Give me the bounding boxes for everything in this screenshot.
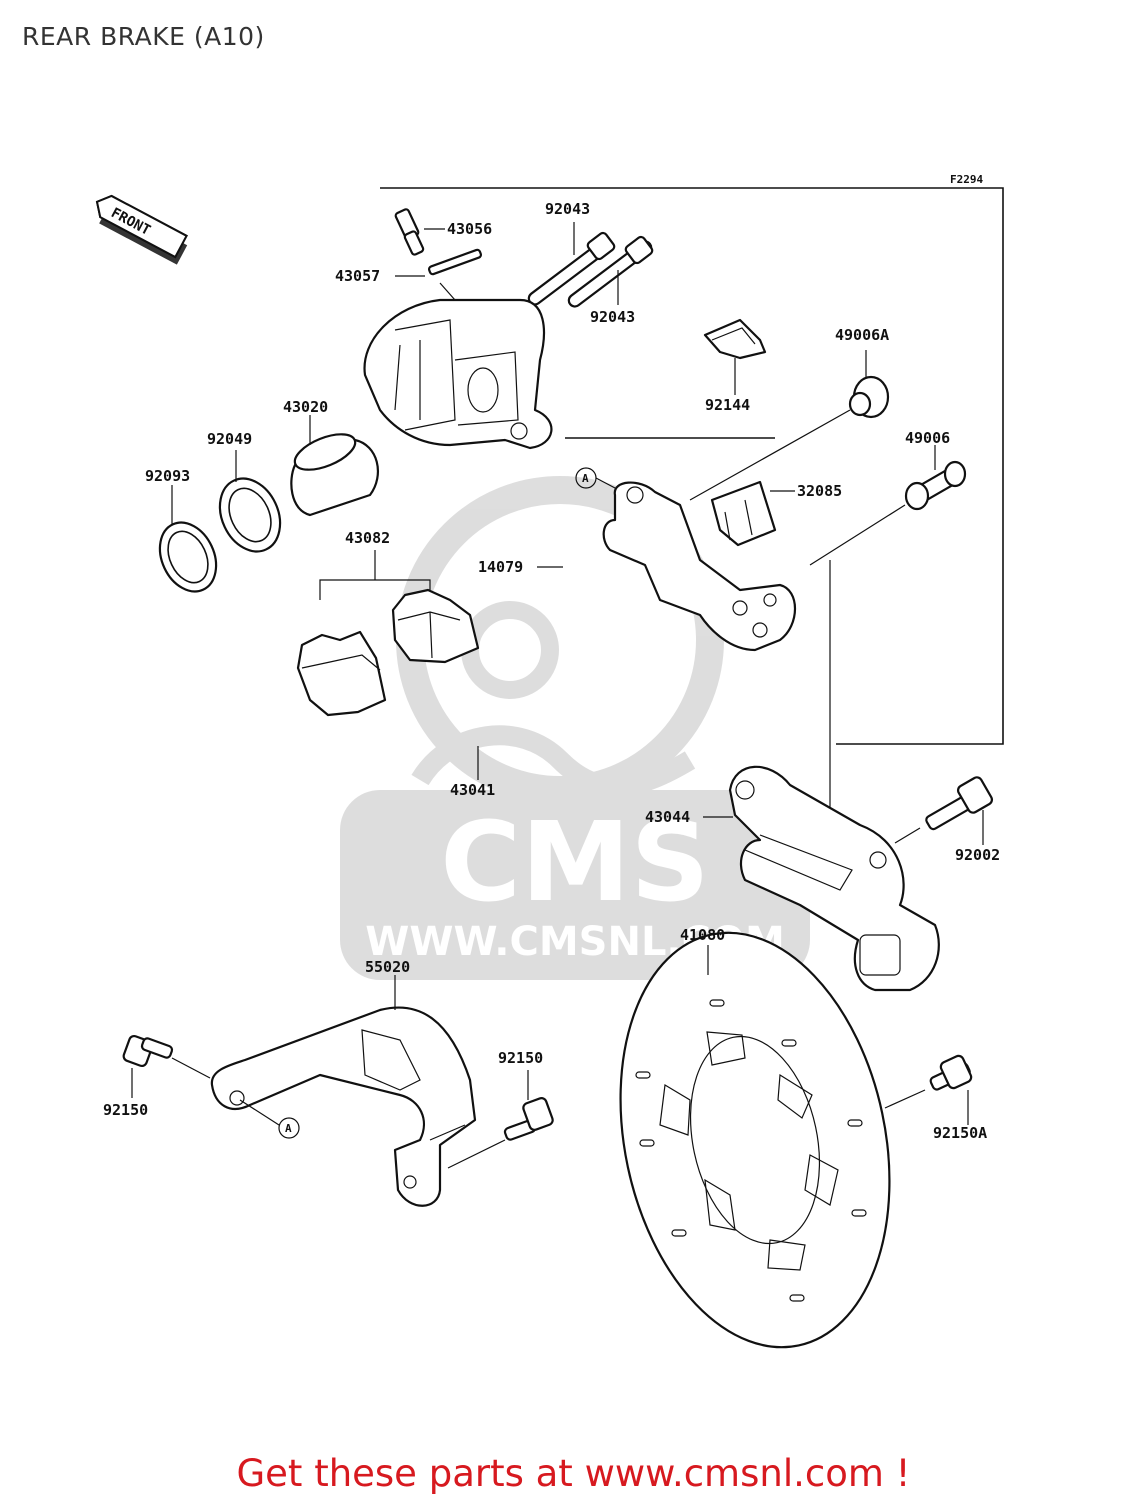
label-43020: 43020 (283, 398, 328, 416)
callout-a-lower-letter: A (285, 1122, 292, 1135)
pad-spring-92144 (703, 318, 767, 360)
front-arrow-icon: FRONT (95, 194, 188, 265)
bolt-92150-middle (503, 1097, 554, 1141)
label-49006A: 49006A (835, 326, 889, 344)
brake-pad-front (296, 630, 387, 717)
page-title: REAR BRAKE (A10) (22, 22, 265, 51)
label-32085: 32085 (797, 482, 842, 500)
label-92043-upper: 92043 (545, 200, 590, 218)
label-92049: 92049 (207, 430, 252, 448)
cms-watermark: CMS WWW.CMSNL.COM (340, 476, 810, 980)
bleeder-valve-43056 (394, 208, 425, 256)
boot-49006A (848, 375, 890, 419)
label-92093: 92093 (145, 467, 190, 485)
label-55020: 55020 (365, 958, 410, 976)
label-92150A: 92150A (933, 1124, 987, 1142)
spring-plate-32085 (710, 480, 777, 547)
caliper-bracket-14079 (602, 481, 796, 652)
label-41080: 41080 (680, 926, 725, 944)
label-92150-left: 92150 (103, 1101, 148, 1119)
bolt-92150A (929, 1054, 973, 1091)
label-14079: 14079 (478, 558, 523, 576)
piston-seal-92093 (158, 521, 218, 593)
piston-43020 (290, 433, 379, 517)
label-49006: 49006 (905, 429, 950, 447)
figure-code: F2294 (950, 173, 983, 186)
label-92043-lower: 92043 (590, 308, 635, 326)
label-92150-middle: 92150 (498, 1049, 543, 1067)
watermark-brand: CMS (440, 798, 709, 926)
bolt-92150-left (122, 1034, 174, 1068)
label-43056: 43056 (447, 220, 492, 238)
label-92002: 92002 (955, 846, 1000, 864)
callout-a-lower (278, 1117, 300, 1139)
label-43041: 43041 (450, 781, 495, 799)
label-92144: 92144 (705, 396, 750, 414)
assembly-frame-43041 (380, 187, 1004, 745)
label-43057: 43057 (335, 267, 380, 285)
bolt-92002 (925, 776, 994, 831)
disc-guard-55020 (210, 1006, 477, 1207)
brake-pad-rear (391, 588, 480, 664)
dust-seal-92049 (218, 477, 282, 553)
sleeve-49006 (904, 460, 967, 511)
brake-disc-41080 (619, 931, 891, 1349)
caliper-body (363, 298, 553, 450)
callout-a-upper-letter: A (582, 472, 589, 485)
cap-43057 (428, 248, 482, 276)
caliper-holder-43044 (728, 765, 940, 992)
cta-link-text[interactable]: Get these parts at www.cmsnl.com ! (236, 1452, 911, 1495)
label-43082: 43082 (345, 529, 390, 547)
pin-92043-lower (567, 235, 654, 308)
label-43044: 43044 (645, 808, 690, 826)
